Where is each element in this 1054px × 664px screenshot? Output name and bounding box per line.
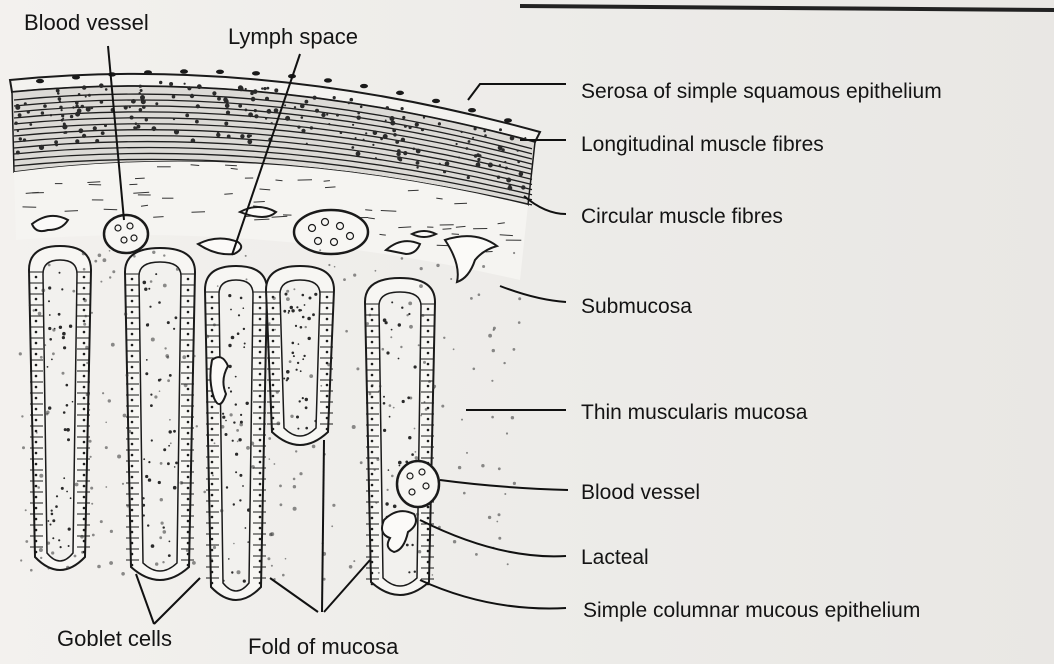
label-blood-vessel-top: Blood vessel (24, 12, 149, 34)
label-lymph-space: Lymph space (228, 26, 358, 48)
leader-fold-1 (270, 578, 318, 612)
label-fold-of-mucosa: Fold of mucosa (248, 636, 398, 658)
label-serosa: Serosa of simple squamous epithelium (581, 81, 942, 102)
label-lacteal: Lacteal (581, 547, 649, 568)
leader-goblet-1 (136, 574, 154, 624)
lower-blood-vessel (397, 461, 439, 507)
label-goblet-cells: Goblet cells (57, 628, 172, 650)
label-longitudinal-muscle: Longitudinal muscle fibres (581, 134, 824, 155)
label-blood-vessel-right: Blood vessel (581, 482, 700, 503)
leader-blood-vessel-right (440, 480, 568, 490)
leader-serosa (468, 84, 566, 100)
leader-fold-3 (324, 560, 370, 612)
leader-submucosa (500, 286, 566, 302)
leader-goblet-2 (154, 578, 200, 624)
label-submucosa: Submucosa (581, 296, 692, 317)
page-top-rule (520, 6, 1054, 10)
leader-fold-2 (322, 440, 324, 612)
leader-lacteal (420, 520, 566, 556)
top-blood-vessel (104, 215, 148, 253)
label-muscularis-mucosa: Thin muscularis mucosa (581, 402, 807, 423)
label-circular-muscle: Circular muscle fibres (581, 206, 783, 227)
mucosa-folds (19, 246, 522, 600)
leader-columnar (420, 580, 566, 608)
middle-blood-vessel (294, 210, 368, 254)
label-columnar-epithelium: Simple columnar mucous epithelium (583, 600, 920, 621)
